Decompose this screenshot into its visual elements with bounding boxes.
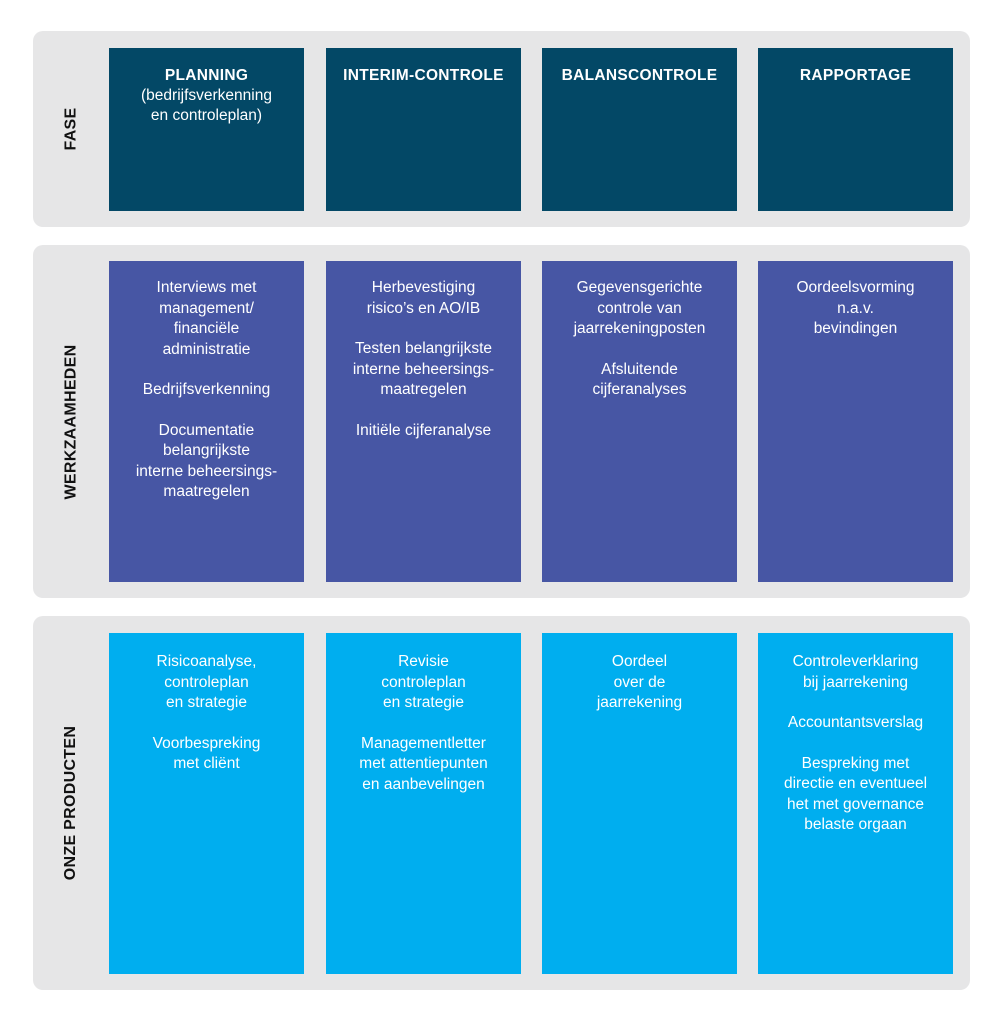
producten-row-label-container: ONZE PRODUCTEN <box>33 616 109 990</box>
product-text: Revisie controleplan en strategie <box>381 653 466 711</box>
product-text: Controleverklaring bij jaarrekening <box>792 653 919 691</box>
phase-subtitle: (bedrijfsverkenning en controleplan) <box>141 87 272 124</box>
product-cell-planning: Risicoanalyse, controleplan en strategie… <box>109 633 304 974</box>
phase-cell-planning: PLANNING (bedrijfsverkenning en controle… <box>109 48 304 211</box>
product-text: Voorbespreking met cliënt <box>152 734 261 773</box>
activity-text: Herbevestiging risico’s en AO/IB <box>366 279 481 317</box>
phase-cell-balanscontrole: BALANSCONTROLE <box>542 48 737 211</box>
activity-text: Afsluitende cijferanalyses <box>592 360 687 399</box>
phase-cell-rapportage: RAPPORTAGE <box>758 48 953 211</box>
activity-text: Documentatie belangrijkste interne behee… <box>135 421 278 501</box>
activity-text: Initiële cijferanalyse <box>355 421 492 439</box>
product-text: Accountantsverslag <box>787 714 924 731</box>
producten-row: ONZE PRODUCTEN Risicoanalyse, controlepl… <box>33 616 970 990</box>
werkzaamheden-cell-interim-controle: Herbevestiging risico’s en AO/IB Testen … <box>326 261 521 582</box>
activity-text: Oordeelsvorming n.a.v. bevindingen <box>796 279 915 337</box>
fase-row-label: FASE <box>62 107 79 151</box>
werkzaamheden-row-label: WERKZAAMHEDEN <box>62 343 80 500</box>
phase-title: RAPPORTAGE <box>799 67 912 84</box>
product-text: Managementletter met attentiepunten en a… <box>359 734 488 793</box>
product-cell-interim-controle: Revisie controleplan en strategie Manage… <box>326 633 521 974</box>
activity-text: Gegevensgerichte controle van jaarrekeni… <box>573 279 706 337</box>
producten-row-label: ONZE PRODUCTEN <box>62 725 79 881</box>
phase-cell-interim-controle: INTERIM-CONTROLE <box>326 48 521 211</box>
fase-row-label-container: FASE <box>33 31 109 227</box>
product-text: Oordeel over de jaarrekening <box>596 653 683 711</box>
activity-text: Interviews met management/ financiële ad… <box>156 279 257 358</box>
werkzaamheden-row-label-container: WERKZAAMHEDEN <box>33 245 109 598</box>
werkzaamheden-cell-rapportage: Oordeelsvorming n.a.v. bevindingen <box>758 261 953 582</box>
activity-text: Bedrijfsverkenning <box>142 381 271 398</box>
phase-title: PLANNING <box>164 67 249 84</box>
activity-text: Testen belangrijkste interne beheersings… <box>352 340 495 398</box>
fase-row: FASE PLANNING (bedrijfsverkenning en con… <box>33 31 970 227</box>
werkzaamheden-cell-balanscontrole: Gegevensgerichte controle van jaarrekeni… <box>542 261 737 582</box>
phase-title: INTERIM-CONTROLE <box>343 67 504 84</box>
werkzaamheden-cell-planning: Interviews met management/ financiële ad… <box>109 261 304 582</box>
product-text: Bespreking met directie en eventueel het… <box>783 754 928 834</box>
product-text: Risicoanalyse, controleplan en strategie <box>156 653 257 711</box>
werkzaamheden-row: WERKZAAMHEDEN Interviews met management/… <box>33 245 970 598</box>
phase-title: BALANSCONTROLE <box>561 67 718 84</box>
product-cell-balanscontrole: Oordeel over de jaarrekening <box>542 633 737 974</box>
product-cell-rapportage: Controleverklaring bij jaarrekening Acco… <box>758 633 953 974</box>
